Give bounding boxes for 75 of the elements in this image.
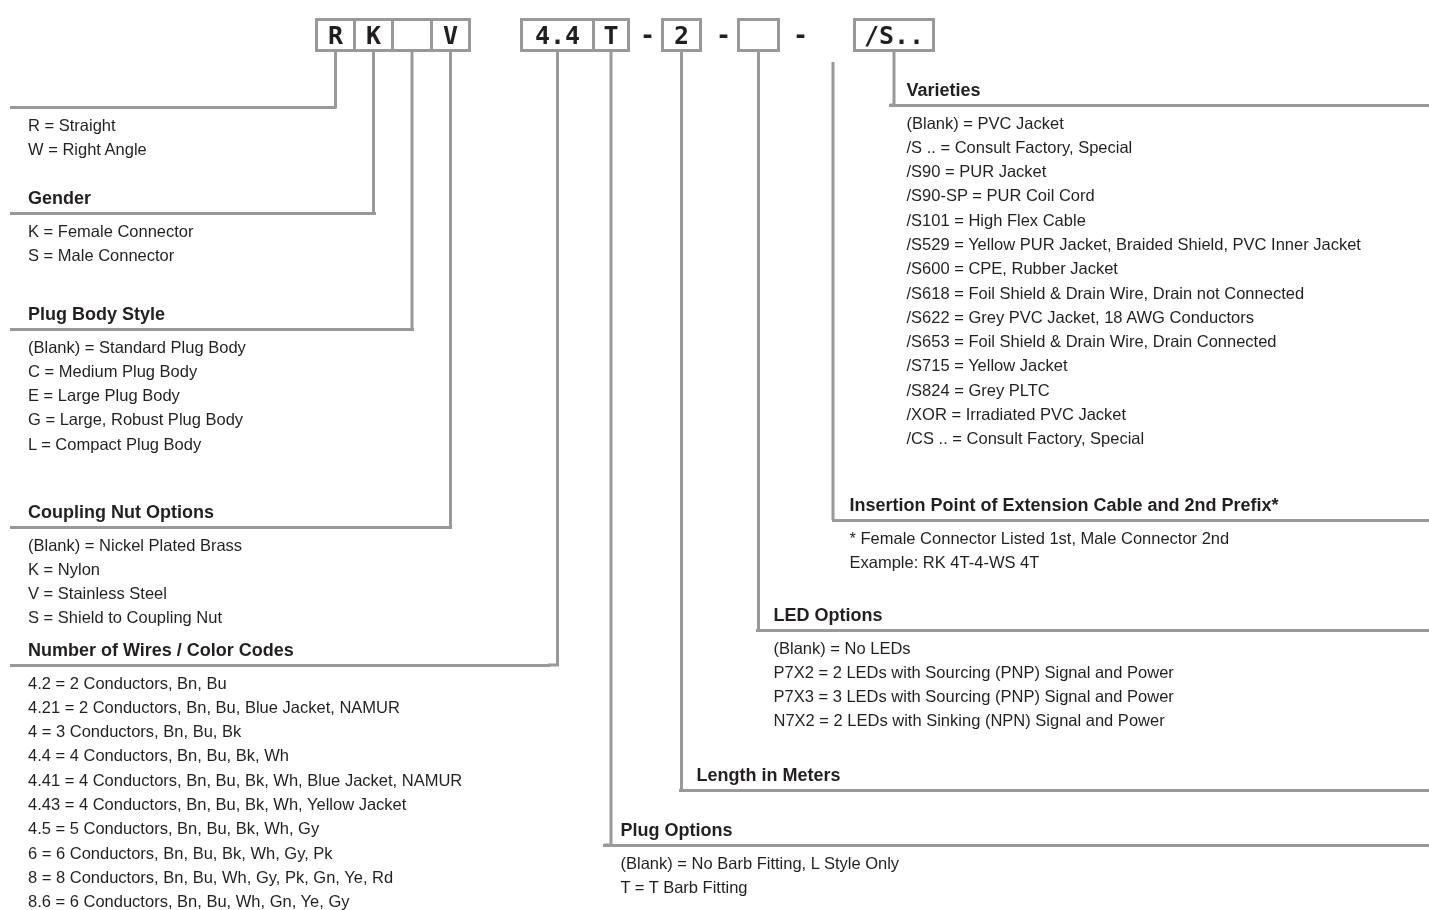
option-line: P7X2 = 2 LEDs with Sourcing (PNP) Signal and Power [773, 661, 1175, 683]
option-line: 4.41 = 4 Conductors, Bn, Bu, Bk, Wh, Blue Jacket, NAMUR [28, 769, 464, 791]
option-line: P7X3 = 3 LEDs with Sourcing (PNP) Signal and Power [773, 686, 1175, 708]
option-line: Example: RK 4T-4-WS 4T [849, 551, 1041, 573]
option-line: (Blank) = Standard Plug Body [28, 336, 247, 358]
option-line: /S653 = Foil Shield & Drain Wire, Drain Connected [906, 331, 1278, 353]
option-line: /S .. = Consult Factory, Special [906, 136, 1134, 158]
option-line: N7X2 = 2 LEDs with Sinking (NPN) Signal and Power [773, 710, 1166, 732]
option-line: * Female Connector Listed 1st, Male Connector 2nd [849, 527, 1231, 549]
option-line: (Blank) = PVC Jacket [906, 112, 1065, 134]
option-line: 4.5 = 5 Conductors, Bn, Bu, Bk, Wh, Gy [28, 818, 321, 840]
option-line: 4.4 = 4 Conductors, Bn, Bu, Bk, Wh [28, 745, 290, 767]
section-heading: Coupling Nut Options [10, 498, 452, 529]
code-box [737, 18, 780, 52]
option-line: V = Stainless Steel [28, 583, 168, 605]
option-line: S = Male Connector [28, 244, 176, 266]
section-heading: Number of Wires / Color Codes [10, 636, 550, 667]
code-box: 4.4 [520, 18, 595, 52]
code-box [391, 18, 433, 52]
leader-line [890, 52, 896, 107]
leader-line [332, 52, 337, 109]
option-line: /CS .. = Consult Factory, Special [906, 428, 1146, 450]
section-heading: Varieties [888, 76, 1429, 107]
section-heading: LED Options [755, 601, 1429, 632]
code-box: /S.. [853, 18, 935, 52]
leader-line [831, 62, 835, 520]
separator-dash: - [716, 19, 732, 51]
option-line: (Blank) = No LEDs [773, 637, 912, 659]
option-line: C = Medium Plug Body [28, 360, 199, 382]
option-line: G = Large, Robust Plug Body [28, 409, 245, 431]
section-heading: Plug Body Style [10, 300, 414, 331]
option-line: W = Right Angle [28, 138, 148, 160]
option-line: /S622 = Grey PVC Jacket, 18 AWG Conductors [906, 306, 1255, 328]
section-heading: Plug Options [602, 816, 1429, 847]
option-line: /S618 = Foil Shield & Drain Wire, Drain not Connected [906, 282, 1306, 304]
option-line: L = Compact Plug Body [28, 433, 203, 455]
leader-line [548, 52, 559, 667]
section-heading: Gender [10, 184, 376, 215]
option-line: 4 = 3 Conductors, Bn, Bu, Bk [28, 721, 243, 743]
option-line: /S715 = Yellow Jacket [906, 355, 1069, 377]
option-line: 4.43 = 4 Conductors, Bn, Bu, Bk, Wh, Yellow Jacket [28, 794, 408, 815]
option-line: /S90 = PUR Jacket [906, 161, 1048, 183]
option-line: 4.21 = 2 Conductors, Bn, Bu, Blue Jacket, NAMUR [28, 696, 401, 718]
section-heading: Length in Meters [678, 761, 1429, 792]
code-box: 2 [661, 18, 702, 52]
separator-dash: - [640, 19, 656, 51]
option-line: /S90-SP = PUR Coil Cord [906, 185, 1096, 207]
code-box: R [315, 18, 356, 52]
option-line: /XOR = Irradiated PVC Jacket [906, 404, 1128, 426]
option-line: /S101 = High Flex Cable [906, 209, 1087, 231]
code-box: K [353, 18, 394, 52]
option-line: (Blank) = No Barb Fitting, L Style Only [620, 852, 901, 874]
option-line: E = Large Plug Body [28, 385, 181, 407]
option-line: T = T Barb Fitting [620, 876, 749, 898]
leader-line [372, 52, 376, 215]
section-heading: Insertion Point of Extension Cable and 2nd Prefix* [831, 491, 1429, 522]
option-line: K = Female Connector [28, 220, 195, 242]
option-line: S = Shield to Coupling Nut [28, 607, 223, 629]
option-line: (Blank) = Nickel Plated Brass [28, 534, 244, 556]
option-line: 8.6 = 6 Conductors, Bn, Bu, Wh, Gn, Ye, Gy [28, 891, 351, 910]
leader-line [448, 52, 452, 529]
separator-dash: - [793, 19, 809, 51]
option-line: R = Straight [28, 114, 117, 136]
option-line: 8 = 8 Conductors, Bn, Bu, Wh, Gy, Pk, Gn, Ye, Rd [28, 866, 395, 888]
code-box: V [430, 18, 471, 52]
option-line: 4.2 = 2 Conductors, Bn, Bu [28, 672, 228, 694]
leader-line [755, 52, 760, 632]
leader-line [678, 52, 683, 792]
code-box: T [592, 18, 630, 52]
option-line: /S824 = Grey PLTC [906, 379, 1051, 401]
leader-line [410, 52, 414, 329]
option-line: /S600 = CPE, Rubber Jacket [906, 258, 1119, 280]
option-line: /S529 = Yellow PUR Jacket, Braided Shield, PVC Inner Jacket [906, 234, 1362, 255]
option-line: 6 = 6 Conductors, Bn, Bu, Bk, Wh, Gy, Pk [28, 842, 334, 864]
option-line: K = Nylon [28, 558, 101, 580]
